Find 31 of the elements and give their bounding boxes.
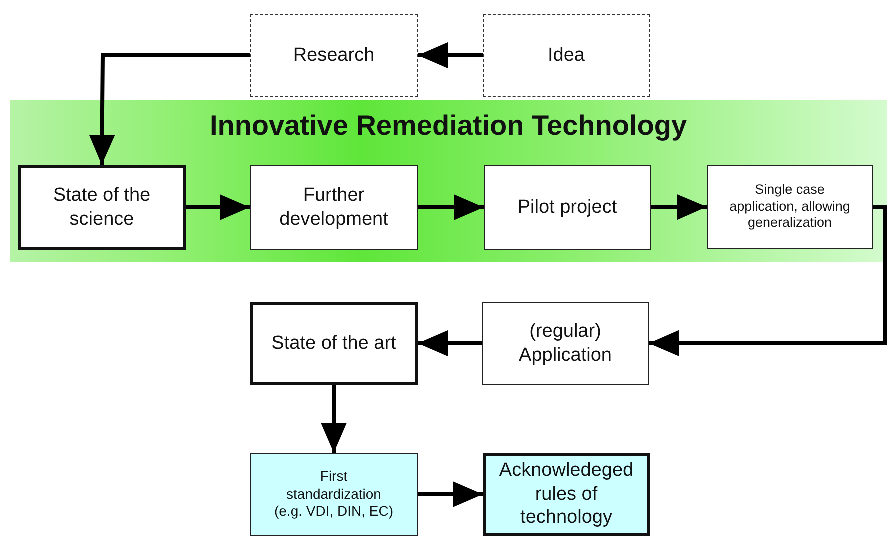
arrow (418, 330, 482, 356)
box-label: Research (292, 44, 376, 68)
arrow (89, 53, 250, 166)
process-box (707, 165, 873, 249)
arrow (649, 205, 887, 356)
box-label: Further development (278, 184, 390, 232)
process-box (483, 14, 650, 97)
process-box (250, 302, 418, 385)
arrow (186, 194, 250, 220)
box-label: State of the art (270, 332, 398, 356)
box-label: First standardization (e.g. VDI, DIN, EC) (273, 468, 395, 521)
process-box (483, 453, 650, 536)
process-box (250, 165, 418, 250)
process-box (250, 14, 418, 97)
band-title: Innovative Remediation Technology (210, 110, 688, 142)
process-box (482, 302, 649, 385)
arrow (418, 42, 483, 68)
box-label: Pilot project (516, 196, 618, 220)
process-box (18, 165, 186, 250)
box-label: Idea (547, 44, 586, 68)
arrow (418, 194, 484, 220)
arrow (418, 482, 483, 508)
title-band (10, 100, 887, 262)
box-label: State of the science (52, 184, 152, 232)
box-label: Acknowledeged rules of technology (498, 458, 635, 530)
arrow (321, 385, 347, 453)
arrow (650, 194, 708, 220)
box-label: Single case application, allowing generalization (728, 182, 852, 232)
process-box (250, 453, 418, 536)
box-label: (regular) Application (518, 320, 613, 368)
process-box (484, 165, 651, 250)
